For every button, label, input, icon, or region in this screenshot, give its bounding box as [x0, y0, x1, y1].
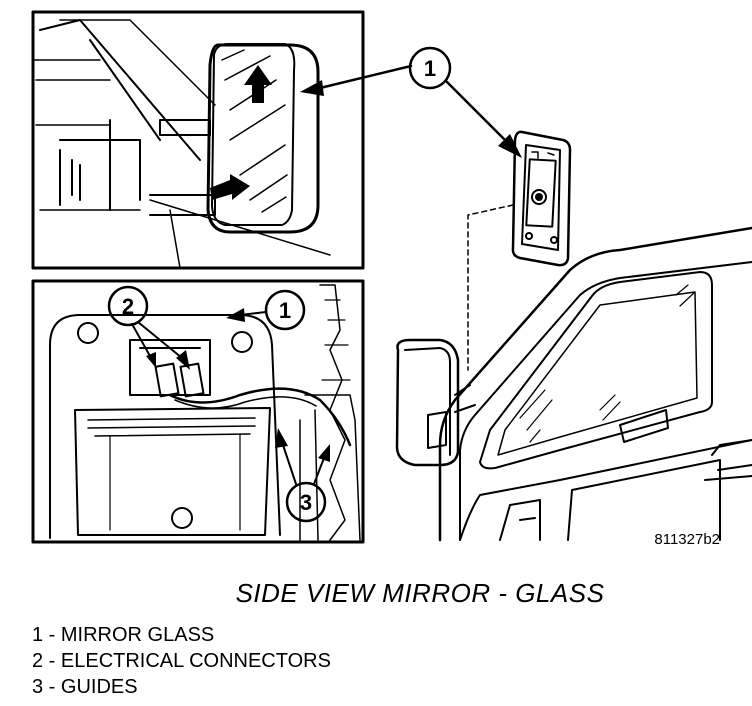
alignment-dashed-line	[467, 204, 514, 371]
electrical-connectors	[154, 362, 352, 447]
bottom-inset-panel	[31, 279, 365, 544]
figure-number: 811327b2	[654, 531, 720, 548]
callout-1-top-label: 1	[424, 56, 436, 81]
legend: 1 - MIRROR GLASS 2 - ELECTRICAL CONNECTO…	[32, 622, 331, 700]
callout-1-bottom-label: 1	[279, 298, 291, 323]
callout-1-top	[300, 46, 522, 158]
mirror-glass-part	[511, 130, 572, 267]
up-arrow-icon	[244, 65, 272, 103]
legend-item-electrical-connectors: 2 - ELECTRICAL CONNECTORS	[32, 650, 331, 672]
figure-caption: SIDE VIEW MIRROR - GLASS	[235, 578, 605, 608]
callout-1-bottom	[226, 289, 306, 331]
legend-item-guides: 3 - GUIDES	[32, 676, 138, 698]
callout-2-label: 2	[122, 294, 134, 319]
mirror-housing	[206, 43, 320, 234]
top-inset-panel	[31, 10, 365, 270]
callout-3	[275, 428, 330, 523]
legend-item-mirror-glass: 1 - MIRROR GLASS	[32, 624, 215, 646]
push-arrow-icon	[210, 174, 250, 200]
callout-2	[107, 285, 190, 370]
callout-3-label: 3	[300, 490, 312, 515]
vehicle-cab	[395, 226, 752, 542]
